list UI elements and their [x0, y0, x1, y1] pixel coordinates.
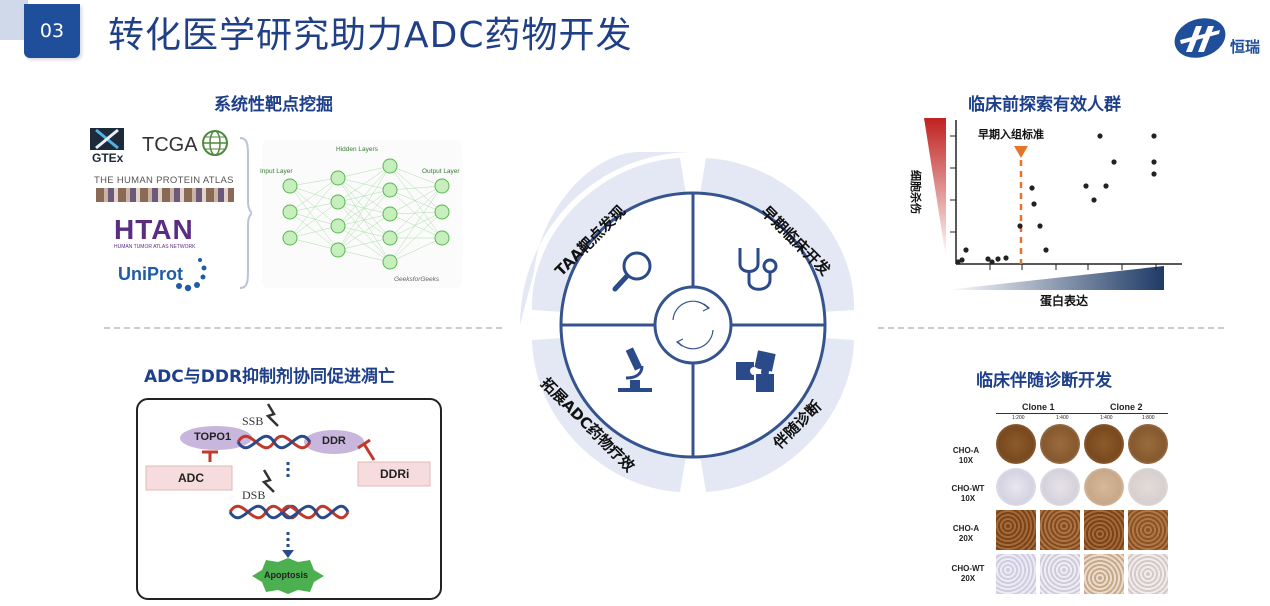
magnifier-icon	[612, 251, 652, 292]
page-title: 转化医学研究助力ADC药物开发	[108, 15, 633, 56]
ihc-core-image	[1128, 554, 1168, 594]
htan-label: HTAN	[114, 214, 194, 245]
header-accent	[0, 0, 28, 40]
scatter-annotation: 早期入组标准	[978, 128, 1044, 141]
pathway-adc: ADC	[178, 471, 204, 485]
neural-network-diagram: Input Layer Hidden Layers Output Layer G…	[260, 140, 462, 288]
microscope-icon	[618, 347, 652, 392]
ihc-panel: Clone 1 Clone 2 1:200 1:400 1:400 1:800 …	[944, 398, 1184, 602]
section-number-badge: 03	[24, 4, 80, 58]
pathway-apoptosis: Apoptosis	[264, 570, 308, 580]
htan-sublabel: HUMAN TUMOR ATLAS NETWORK	[114, 244, 196, 250]
divider-left	[104, 327, 502, 329]
pathway-graphic	[145, 403, 431, 594]
ihc-core-image	[1040, 510, 1080, 550]
ihc-core-image	[1084, 468, 1124, 506]
ihc-row-name: CHO-WT	[951, 484, 985, 493]
hpa-label: THE HUMAN PROTEIN ATLAS	[94, 175, 234, 186]
ihc-image-grid	[996, 424, 1168, 602]
nn-hidden-label: Hidden Layers	[336, 146, 378, 153]
nn-input-label: Input Layer	[260, 168, 293, 175]
pathway-ssb: SSB	[242, 414, 264, 428]
ihc-core-image	[1128, 424, 1168, 464]
ihc-row-name: CHO-A	[952, 524, 980, 533]
bracket	[239, 137, 252, 289]
preclinical-scatter: 早期入组标准 细胞杀伤 蛋白表达	[900, 114, 1190, 310]
neural-network-graph	[282, 158, 450, 270]
database-logos: GTEx TCGA THE HUMAN PROTEIN ATLAS HTAN H…	[88, 124, 246, 294]
pathway-ddr: DDR	[322, 435, 346, 447]
section-title-companion-dx: 临床伴随诊断开发	[976, 371, 1112, 391]
section-number: 03	[39, 20, 65, 42]
ihc-core-image	[1128, 510, 1168, 550]
wheel-graphic	[520, 152, 855, 492]
ihc-dilution-1: 1:200	[1012, 415, 1025, 421]
divider-right	[878, 327, 1224, 329]
scatter-points	[955, 133, 1157, 265]
gtex-dna-icon	[90, 128, 124, 150]
ihc-row-name: CHO-A	[952, 446, 980, 455]
ihc-dilution-3: 1:400	[1100, 415, 1113, 421]
scatter-plot	[924, 118, 1182, 290]
ihc-core-image	[996, 510, 1036, 550]
stethoscope-icon	[738, 248, 778, 291]
ihc-dilution-4: 1:800	[1142, 415, 1155, 421]
uniprot-label: UniProt	[118, 264, 183, 284]
ihc-core-image	[996, 424, 1036, 464]
ihc-clone1: Clone 1	[1022, 402, 1055, 412]
ihc-core-image	[1128, 468, 1168, 506]
globe-icon	[202, 130, 228, 156]
ihc-header-line	[996, 413, 1168, 414]
pathway-topo1: TOPO1	[194, 431, 232, 443]
development-wheel: TAA靶点发现 早期临床开发 拓展ADC药物疗效 伴随诊断	[520, 152, 866, 498]
ihc-row-mag: 20X	[960, 574, 976, 583]
ihc-core-image	[1084, 424, 1124, 464]
ihc-dilution-2: 1:400	[1056, 415, 1069, 421]
tcga-label: TCGA	[142, 134, 198, 156]
hengrui-logo-icon	[1174, 18, 1226, 58]
pathway-ddri: DDRi	[380, 467, 410, 481]
adc-ddr-pathway: TOPO1 SSB DDR ADC DDRi DSB Apoptosis	[136, 398, 442, 600]
section-title-adc-ddr: ADC与DDR抑制剂协同促进凋亡	[144, 367, 396, 387]
ihc-row-mag: 10X	[958, 456, 974, 465]
ihc-row-name: CHO-WT	[951, 564, 985, 573]
ihc-core-image	[996, 468, 1036, 506]
ihc-core-image	[1040, 554, 1080, 594]
ihc-core-image	[1084, 510, 1124, 550]
ihc-clone2: Clone 2	[1110, 402, 1143, 412]
pathway-dsb: DSB	[242, 488, 266, 502]
ihc-core-image	[1084, 554, 1124, 594]
nn-credit: GeeksforGeeks	[394, 276, 440, 283]
scatter-xlabel: 蛋白表达	[1040, 294, 1089, 308]
hpa-tissue-strip	[96, 188, 234, 202]
ihc-core-image	[996, 554, 1036, 594]
uniprot-dots-icon	[176, 258, 207, 292]
section-title-preclinical: 临床前探索有效人群	[968, 95, 1121, 115]
company-logo: 恒瑞	[1172, 12, 1264, 62]
section-title-target-mining: 系统性靶点挖掘	[214, 95, 333, 115]
ihc-row-mag: 10X	[960, 494, 976, 503]
logo-text: 恒瑞	[1230, 38, 1261, 56]
gtex-label: GTEx	[92, 151, 124, 165]
ihc-core-image	[1040, 468, 1080, 506]
ihc-core-image	[1040, 424, 1080, 464]
puzzle-icon	[736, 350, 776, 392]
ihc-row-mag: 20X	[958, 534, 974, 543]
scatter-ylabel: 细胞杀伤	[909, 170, 922, 214]
nn-output-label: Output Layer	[422, 168, 460, 175]
